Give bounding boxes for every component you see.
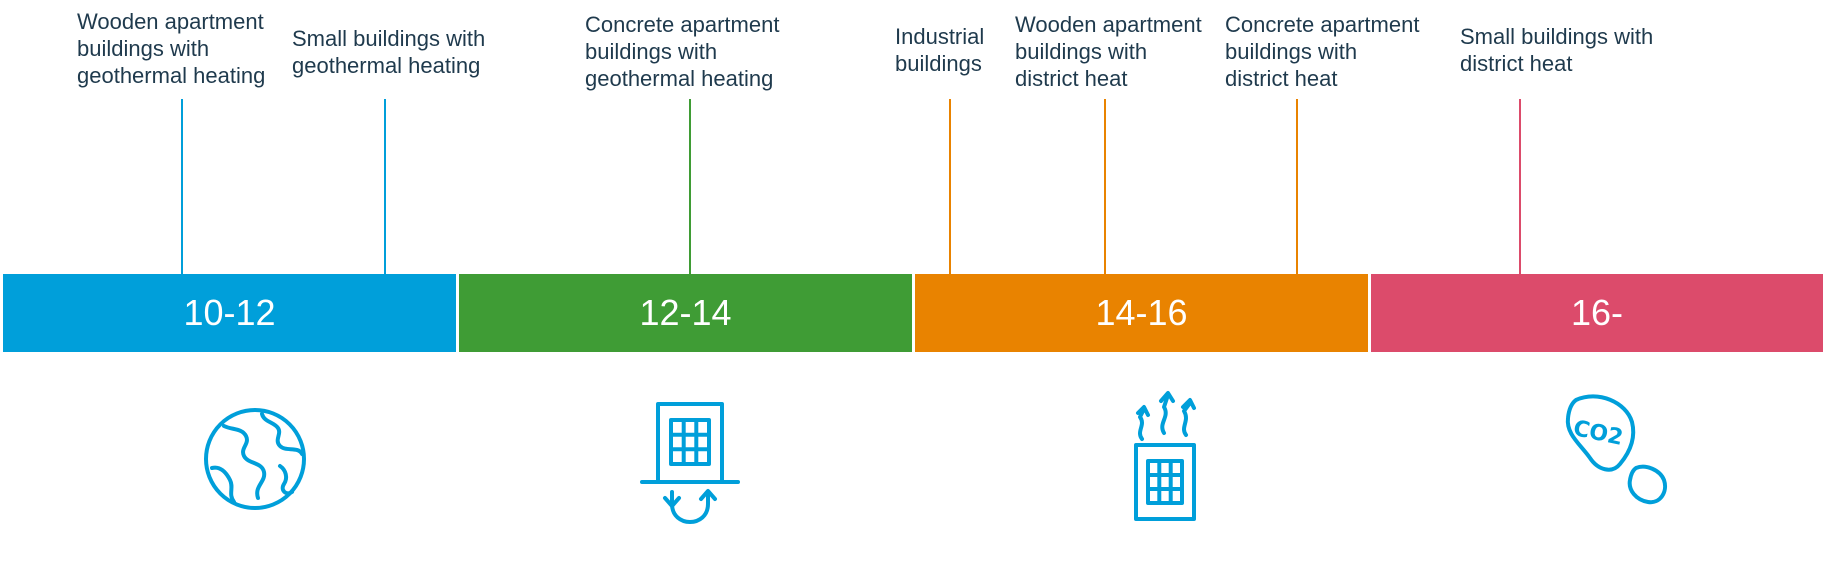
building-heat-icon (1134, 391, 1196, 521)
tick-concrete-geothermal (689, 99, 691, 275)
label-small-district: Small buildings with district heat (1460, 24, 1654, 76)
label-wooden-district: Wooden apartment buildings with district… (1015, 12, 1202, 91)
label-concrete-geothermal: Concrete apartment buildings with geothe… (585, 12, 780, 91)
tick-concrete-district (1296, 99, 1298, 275)
tick-small-district (1519, 99, 1521, 275)
tick-industrial (949, 99, 951, 275)
label-wooden-geothermal: Wooden apartment buildings with geotherm… (77, 9, 266, 88)
label-industrial: Industrial buildings (895, 24, 985, 76)
label-concrete-district: Concrete apartment buildings with distri… (1225, 12, 1420, 91)
tick-wooden-geothermal (181, 99, 183, 275)
segment-10-12: 10-12 (3, 274, 456, 352)
segment-14-16: 14-16 (915, 274, 1368, 352)
tick-small-geothermal (384, 99, 386, 275)
segment-12-14: 12-14 (459, 274, 912, 352)
segment-16: 16- (1371, 274, 1823, 352)
co2-footprint-icon: CO2 (1565, 394, 1667, 505)
label-small-geothermal: Small buildings with geothermal heating (292, 26, 486, 78)
tick-wooden-district (1104, 99, 1106, 275)
globe-icon (204, 408, 306, 510)
building-geothermal-icon (640, 402, 740, 524)
